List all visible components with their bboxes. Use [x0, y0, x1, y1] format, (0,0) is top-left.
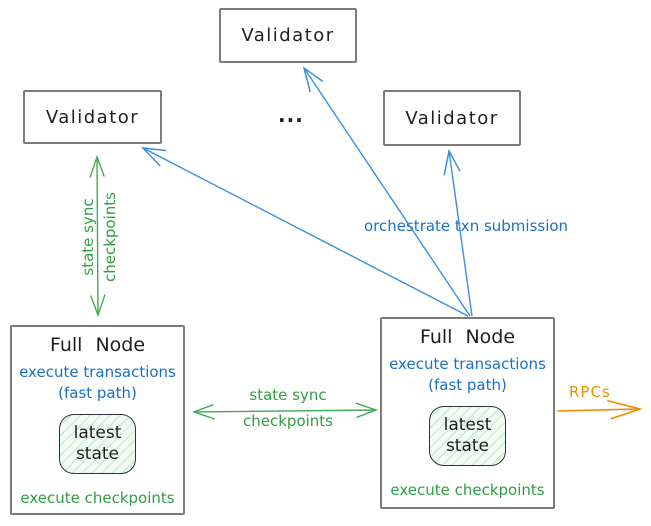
state-sync-horizontal-line2: checkpoints — [243, 412, 333, 430]
full-node-left-fast-path: (fast path) — [58, 384, 137, 402]
state-sync-vertical-line1: state sync — [79, 198, 97, 276]
full-node-left-latest-state-box: latest state — [59, 414, 136, 474]
latest-state-line2: state — [75, 444, 120, 464]
full-node-left-execute-transactions: execute transactions — [19, 363, 176, 381]
full-node-left-title: Full Node — [49, 334, 146, 356]
validator-left-label: Validator — [45, 106, 140, 128]
validator-box-right: Validator — [383, 90, 521, 146]
rpcs-label: RPCs — [569, 383, 611, 401]
latest-state-line1: latest — [443, 415, 492, 435]
full-node-left-execute-checkpoints: execute checkpoints — [20, 489, 175, 507]
full-node-right-execute-transactions: execute transactions — [389, 355, 546, 373]
rpcs-arrow — [556, 399, 643, 420]
validator-box-top: Validator — [219, 8, 357, 63]
orchestrate-txn-submission-label: orchestrate txn submission — [364, 217, 569, 235]
full-node-left-box: Full Node execute transactions (fast pat… — [10, 325, 185, 515]
validators-ellipsis: ... — [278, 103, 304, 127]
state-sync-horizontal-line1: state sync — [249, 386, 327, 404]
full-node-right-execute-checkpoints: execute checkpoints — [390, 481, 545, 499]
full-node-right-fast-path: (fast path) — [428, 376, 507, 394]
latest-state-line2: state — [445, 436, 490, 456]
full-node-right-latest-state-box: latest state — [429, 406, 506, 466]
full-node-right-box: Full Node execute transactions (fast pat… — [380, 317, 555, 509]
latest-state-line1: latest — [73, 423, 122, 443]
validator-right-label: Validator — [405, 107, 499, 129]
full-node-right-title: Full Node — [419, 326, 516, 348]
state-sync-vertical-line2: checkpoints — [101, 192, 119, 282]
validator-box-left: Validator — [23, 90, 162, 144]
validator-top-label: Validator — [241, 25, 335, 46]
state-sync-vertical-label: state sync checkpoints — [77, 167, 121, 307]
